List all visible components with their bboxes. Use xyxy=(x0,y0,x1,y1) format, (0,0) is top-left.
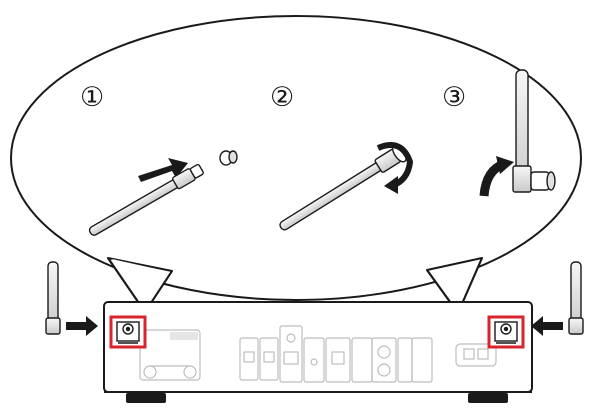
device-foot xyxy=(468,393,508,403)
device-rear-panel xyxy=(103,301,533,403)
step-2-label: ② xyxy=(270,82,294,113)
connector-icon xyxy=(219,150,238,166)
right-side-antenna xyxy=(531,261,584,336)
device-foot xyxy=(126,393,166,403)
step-3-illustration xyxy=(479,69,556,197)
right-antenna-terminal xyxy=(487,315,525,349)
panel-ports xyxy=(139,325,497,383)
arrow-left-icon xyxy=(531,316,563,336)
rotate-arrow-icon xyxy=(376,142,414,189)
step-3-label: ③ xyxy=(442,82,466,113)
antenna-icon xyxy=(512,69,556,193)
left-side-antenna xyxy=(45,261,98,336)
antenna-icon xyxy=(88,163,204,236)
arrow-right-icon xyxy=(66,316,98,336)
left-antenna-terminal xyxy=(109,315,147,349)
antenna-icon xyxy=(279,143,407,231)
step-2-illustration xyxy=(279,142,414,231)
step-1-label: ① xyxy=(80,82,104,113)
step-1-illustration xyxy=(88,150,238,236)
